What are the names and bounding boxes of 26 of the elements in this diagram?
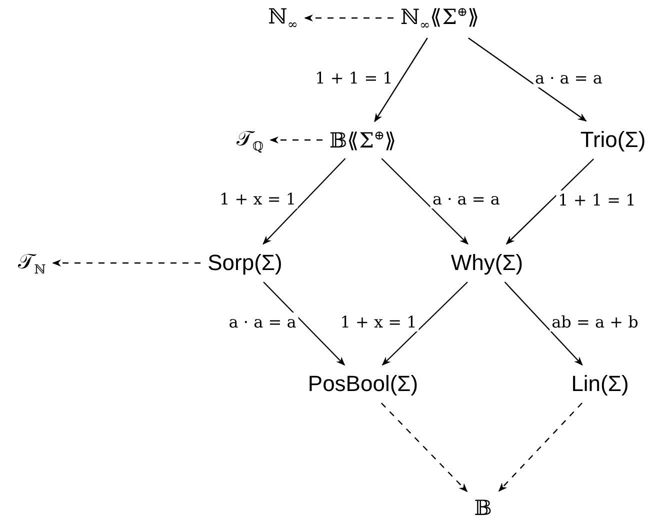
semiring-label: 𝒯$_{ℕ}$: [15, 247, 49, 279]
arrow: [506, 158, 594, 245]
arrow: [374, 38, 428, 122]
semiring-label: ℕ$_{∞}$: [265, 2, 301, 34]
arrow: [380, 402, 468, 492]
arrow: [498, 402, 583, 492]
arrow: [52, 259, 200, 267]
arrow: [270, 136, 322, 144]
arrow: [262, 158, 346, 245]
semiring-label: 𝒯$_{ℚ}$: [234, 124, 266, 156]
arrow: [382, 282, 468, 366]
arrow: [381, 158, 468, 245]
semiring-label: Why(Σ): [448, 248, 526, 278]
arrow: [304, 14, 394, 22]
semiring-label: PosBool(Σ): [304, 369, 422, 399]
semiring-label: Lin(Σ): [568, 369, 632, 399]
semiring-label: Trio(Σ): [577, 125, 649, 155]
edge-label: ab = a + b: [550, 312, 640, 331]
arrow: [263, 282, 346, 366]
semiring-label: Sorp(Σ): [204, 248, 286, 278]
arrow: [468, 38, 587, 122]
edge-label: a · a = a: [226, 312, 298, 331]
arrow: [504, 282, 583, 366]
semiring-label: 𝔹: [471, 494, 495, 522]
semiring-label: 𝔹⟪Σ$^{⊕}$⟫: [326, 126, 400, 154]
semiring-label: ℕ$_{∞}$⟪Σ$^{⊕}$⟫: [397, 2, 483, 34]
